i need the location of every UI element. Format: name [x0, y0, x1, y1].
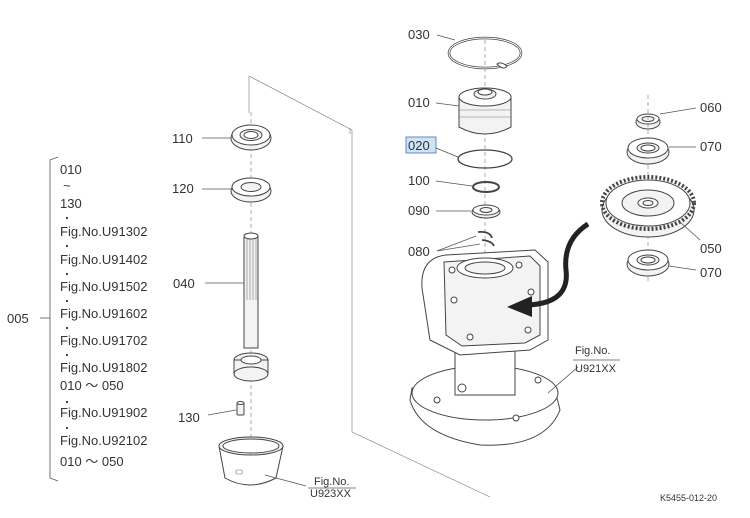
group-entry[interactable]: Fig.No.U91502 — [60, 279, 147, 294]
leader-080b — [436, 243, 481, 252]
callout-010[interactable]: 010 — [408, 95, 430, 110]
group-entry[interactable]: Fig.No.U91902 — [60, 405, 147, 420]
seal-120[interactable] — [230, 177, 272, 203]
callout-080[interactable]: 080 — [408, 244, 430, 259]
callout-030[interactable]: 030 — [408, 27, 430, 42]
callout-050[interactable]: 050 — [700, 241, 722, 256]
group-entry: ~ — [63, 178, 71, 193]
group-entry[interactable]: 010 ～ 050 — [60, 378, 124, 393]
plane-outline — [248, 75, 491, 498]
group-entry[interactable]: 010 — [60, 162, 82, 177]
washer-090[interactable] — [471, 204, 501, 219]
leader-ref1 — [264, 474, 307, 487]
callout-020-highlight — [405, 136, 437, 154]
leader-ref2 — [547, 366, 579, 394]
leader-080a — [436, 235, 477, 252]
group-entry[interactable]: 010 ～ 050 — [60, 454, 124, 469]
o-ring-020[interactable] — [457, 149, 513, 169]
drawing-code: K5455-012-20 — [660, 493, 717, 503]
callout-130[interactable]: 130 — [178, 410, 200, 425]
left-assembly: 110 120 040 130 — [172, 112, 356, 500]
snap-ring-030[interactable] — [447, 36, 523, 70]
group-entry[interactable]: Fig.No.U91302 — [60, 224, 147, 239]
pin-130[interactable] — [236, 401, 245, 416]
separator-dot — [65, 299, 69, 303]
fig-ref-2-line2[interactable]: U921XX — [575, 363, 617, 375]
bearing-110[interactable] — [230, 124, 272, 151]
fig-ref-1-line2[interactable]: U923XX — [310, 488, 352, 500]
group-list: 005 010 ~ 130 Fig.No.U91302 Fig.No.U9140… — [7, 156, 147, 482]
separator-dot — [65, 353, 69, 357]
leader-030 — [436, 34, 456, 41]
shaft-040[interactable] — [233, 232, 269, 382]
callout-110[interactable]: 110 — [172, 131, 193, 146]
separator-dot — [65, 244, 69, 248]
carrier-010[interactable] — [458, 87, 512, 135]
separator-dot — [65, 272, 69, 276]
callout-070-top[interactable]: 070 — [700, 139, 722, 154]
leader-100 — [435, 180, 473, 187]
group-entry[interactable]: Fig.No.U92102 — [60, 433, 147, 448]
group-label[interactable]: 005 — [7, 311, 29, 326]
separator-dot — [65, 426, 69, 430]
bearing-070-bottom[interactable] — [626, 249, 670, 277]
separator-dot — [65, 326, 69, 330]
assembly-arrow — [507, 221, 590, 317]
right-assembly: 030 010 020 100 09 — [405, 27, 722, 446]
leader-020 — [435, 147, 459, 158]
leader-070-bottom — [668, 265, 697, 271]
leader-060 — [659, 107, 697, 115]
separator-dot — [65, 400, 69, 404]
callout-120[interactable]: 120 — [172, 181, 194, 196]
leader-130 — [207, 409, 237, 416]
ring-100[interactable] — [472, 181, 500, 193]
leader-050 — [679, 221, 701, 241]
group-entry[interactable]: Fig.No.U91602 — [60, 306, 147, 321]
callout-040[interactable]: 040 — [173, 276, 195, 291]
group-entry[interactable]: Fig.No.U91702 — [60, 333, 147, 348]
gear-050[interactable] — [600, 175, 696, 238]
main-housing[interactable] — [409, 249, 561, 446]
separator-dot — [65, 216, 69, 220]
bracket-line — [49, 156, 59, 482]
callout-020[interactable]: 020 — [408, 138, 430, 153]
clips-080[interactable] — [477, 230, 495, 247]
leader-010 — [435, 102, 460, 107]
cup-housing[interactable] — [218, 436, 284, 486]
bearing-070-top[interactable] — [626, 137, 670, 165]
group-entry[interactable]: Fig.No.U91802 — [60, 360, 147, 375]
group-entry[interactable]: Fig.No.U91402 — [60, 252, 147, 267]
callout-100[interactable]: 100 — [408, 173, 430, 188]
fig-ref-2-line1[interactable]: Fig.No. — [575, 345, 610, 357]
callout-090[interactable]: 090 — [408, 203, 430, 218]
callout-070-bottom[interactable]: 070 — [700, 265, 722, 280]
fig-ref-1-line1[interactable]: Fig.No. — [314, 476, 349, 488]
group-entry[interactable]: 130 — [60, 196, 82, 211]
callout-060[interactable]: 060 — [700, 100, 722, 115]
